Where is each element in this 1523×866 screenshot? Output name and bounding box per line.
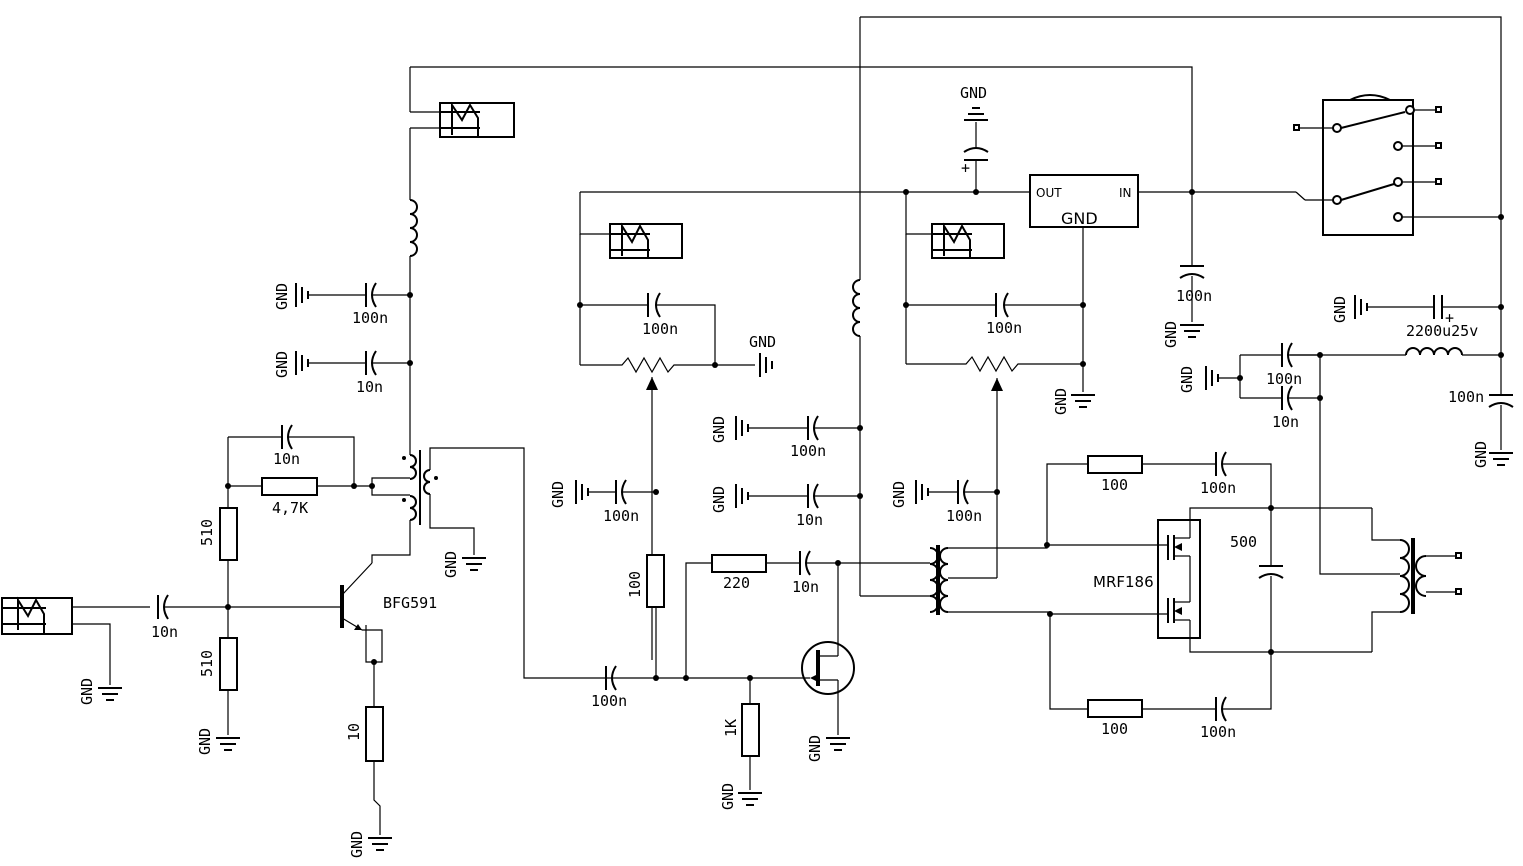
gnd-label: GND xyxy=(1052,388,1070,415)
voltage-regulator xyxy=(903,174,1195,408)
resistor-value-label: 510 xyxy=(198,650,216,677)
gnd-label: GND xyxy=(1472,441,1490,468)
gnd-label: GND xyxy=(749,333,776,351)
cap-100n-bias-right xyxy=(915,479,997,505)
regulator-output-cap xyxy=(963,107,989,192)
cap-value-label: 10n xyxy=(1272,413,1299,431)
cap-value-label: 10n xyxy=(356,378,383,396)
cap-value-label: 100n xyxy=(1200,723,1236,741)
input-cap-100n-supply xyxy=(1179,192,1205,338)
gnd-label: GND xyxy=(719,783,737,810)
gnd-label: GND xyxy=(273,351,291,378)
regulator-gnd-label: GND xyxy=(1061,209,1098,228)
cap-10n-supply xyxy=(295,350,413,376)
cap-value-label: 100n xyxy=(1200,479,1236,497)
feedback-network xyxy=(225,424,375,508)
gnd-label: GND xyxy=(1162,321,1180,348)
gnd-label: GND xyxy=(348,831,366,858)
regulator-out-label: OUT xyxy=(1036,186,1062,200)
transformer-t1 xyxy=(371,447,612,679)
component-labels: GND GND GND GND GND GND GND GND GND GND … xyxy=(78,84,1490,858)
cap-100n-supply xyxy=(295,282,413,308)
resistor-value-label: 100 xyxy=(626,571,644,598)
resistor-value-label: 100 xyxy=(1101,476,1128,494)
gnd-label: GND xyxy=(710,416,728,443)
gnd-label: GND xyxy=(960,84,987,102)
cap-value-label: 100n xyxy=(1448,388,1484,406)
resistor-value-label: 220 xyxy=(723,574,750,592)
cap-2200u xyxy=(1354,294,1504,320)
cap-value-label: 100n xyxy=(642,320,678,338)
transistor-label: BFG591 xyxy=(383,594,437,612)
cap-value-label: 100n xyxy=(352,309,388,327)
cap-value-label: 100n xyxy=(1266,370,1302,388)
output-transformer xyxy=(1319,355,1462,652)
gnd-label: GND xyxy=(196,728,214,755)
gnd-label: GND xyxy=(549,481,567,508)
cap-value-label: 100n xyxy=(603,507,639,525)
gnd-label: GND xyxy=(890,481,908,508)
regulator-in-label: IN xyxy=(1119,186,1132,200)
rf-input-connector xyxy=(1,596,150,701)
mid-supply-choke xyxy=(735,279,930,597)
mosfet-label: MRF186 xyxy=(1093,573,1154,591)
r220-c10n-network xyxy=(685,550,930,678)
pot-right-network xyxy=(903,234,1083,579)
resistor-value-label: 510 xyxy=(198,519,216,546)
gnd-label: GND xyxy=(78,678,96,705)
inductor-l1 xyxy=(409,199,418,455)
bias-resistors xyxy=(215,507,393,851)
resistor-value-label: 100 xyxy=(1101,720,1128,738)
jfet-transistor xyxy=(801,563,855,751)
cap-value-label: 10n xyxy=(792,578,819,596)
input-transformer xyxy=(929,542,1130,617)
source-resistor-1k xyxy=(737,678,763,806)
mosfet-mrf186 xyxy=(1130,505,1372,655)
cap-value-label: 10n xyxy=(151,623,178,641)
resistor-value-label: 4,7K xyxy=(272,499,308,517)
cap-500-tuning xyxy=(1258,508,1284,652)
cap-100n-bias-left xyxy=(575,479,659,505)
transistor-bfg591 xyxy=(300,562,383,707)
cap-100n-input-coupling xyxy=(605,665,810,691)
gnd-label: GND xyxy=(806,735,824,762)
gnd-label: GND xyxy=(710,486,728,513)
power-switch xyxy=(1293,94,1504,236)
input-coupling xyxy=(157,594,300,620)
gnd-label: GND xyxy=(273,283,291,310)
cap-value-label: 2200u25v xyxy=(1406,322,1478,340)
cap-value-label: 500 xyxy=(1230,533,1257,551)
pot-left-network xyxy=(577,234,773,660)
gnd-label: GND xyxy=(442,551,460,578)
output-decoupling-caps xyxy=(1205,342,1323,411)
cap-value-label: 100n xyxy=(790,442,826,460)
cap-value-label: 10n xyxy=(273,450,300,468)
top-wires xyxy=(409,16,1502,355)
feedback-top xyxy=(1046,451,1272,545)
polarity-plus-label: + xyxy=(1445,309,1454,327)
cap-value-label: 100n xyxy=(946,507,982,525)
resistor-value-label: 10 xyxy=(345,723,363,741)
rf-connector-mid-right xyxy=(905,192,1005,259)
cap-value-label: 100n xyxy=(986,319,1022,337)
gnd-label: GND xyxy=(1178,366,1196,393)
gnd-label: GND xyxy=(1331,296,1349,323)
gate-resistor-100 xyxy=(646,554,665,681)
cap-value-label: 100n xyxy=(1176,287,1212,305)
cap-value-label: 10n xyxy=(796,511,823,529)
rf-connector-top xyxy=(409,101,515,200)
feedback-bottom xyxy=(1049,614,1272,722)
polarity-plus-label: + xyxy=(961,159,970,177)
resistor-value-label: 1K xyxy=(722,719,740,737)
rf-connector-mid-left xyxy=(579,192,683,259)
cap-value-label: 100n xyxy=(591,692,627,710)
